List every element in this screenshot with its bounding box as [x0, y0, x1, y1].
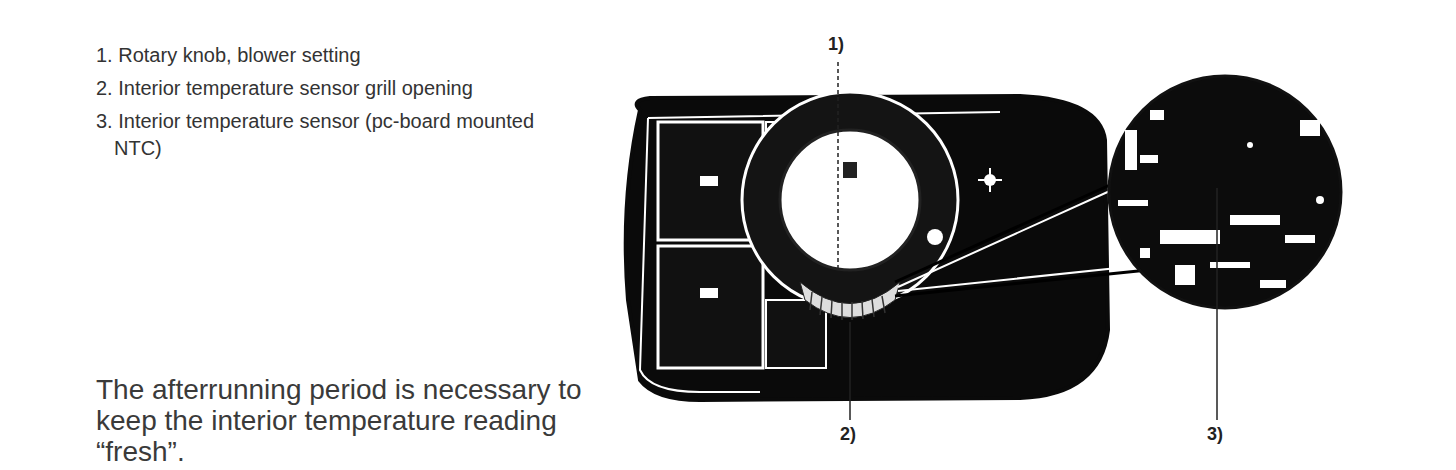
- callout-number: 3): [1205, 424, 1225, 445]
- callout-number: 1): [826, 34, 846, 55]
- legend-item: 2. Interior temperature sensor grill ope…: [96, 75, 616, 102]
- note-text: The afterrunning period is necessary to …: [96, 374, 616, 467]
- legend-item: 3. Interior temperature sensor (pc-board…: [96, 108, 544, 162]
- callout-number: 2): [838, 424, 858, 445]
- legend-item: 1. Rotary knob, blower setting: [96, 42, 616, 69]
